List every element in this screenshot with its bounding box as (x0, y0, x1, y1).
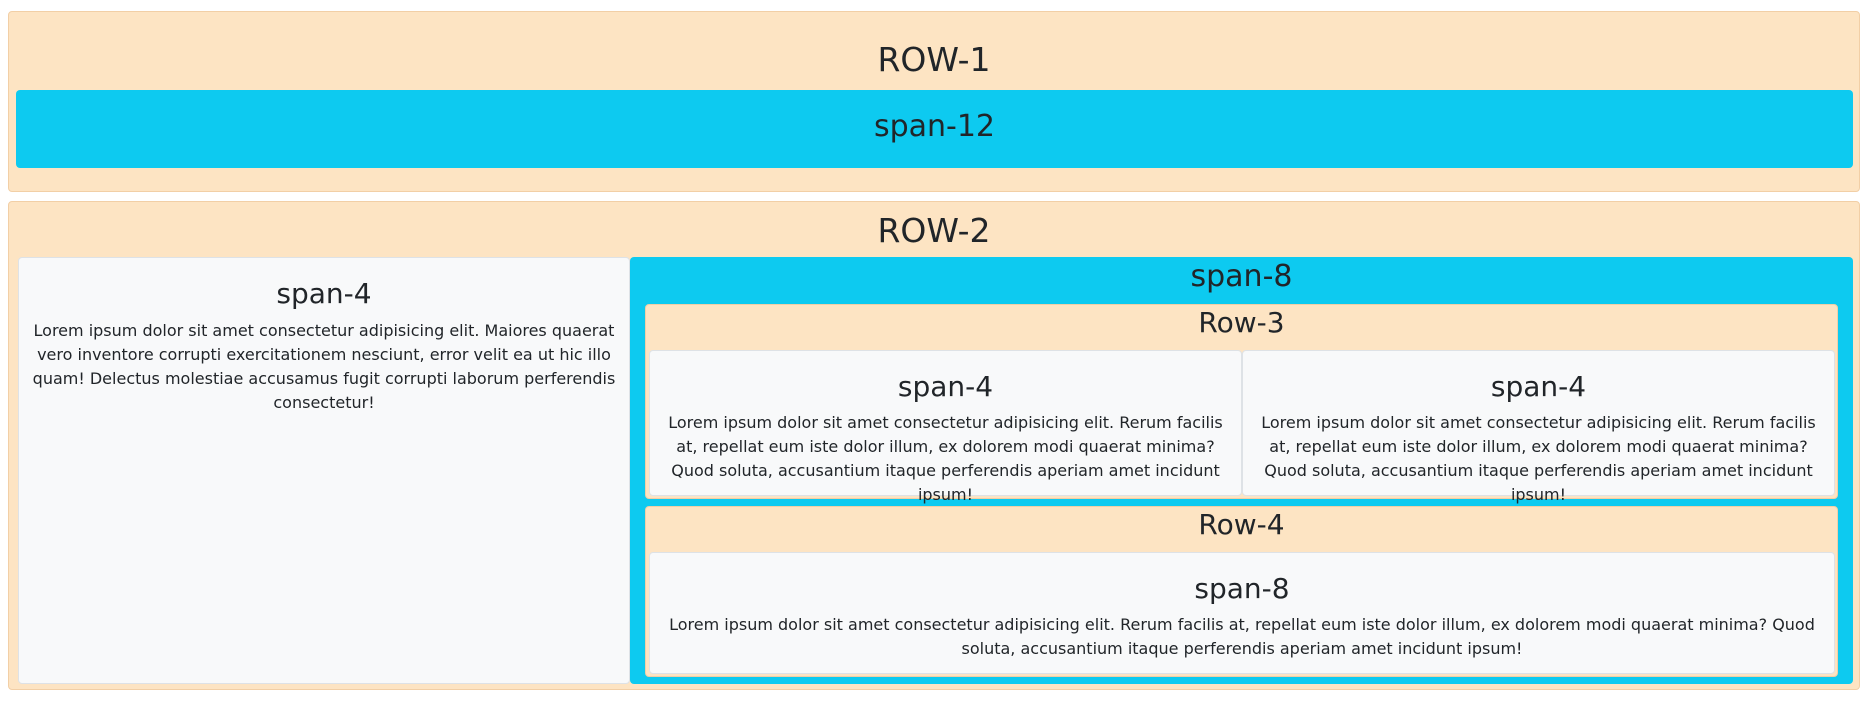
span-12-panel: span-12 (16, 90, 1853, 168)
row-3-col-2-title: span-4 (1490, 370, 1587, 403)
row-3: Row-3 span-4 Lorem ipsum dolor sit amet … (645, 304, 1838, 504)
row-4-col-title: span-8 (1194, 572, 1290, 605)
row-4: Row-4 span-8 Lorem ipsum dolor sit amet … (645, 506, 1838, 677)
row-2: ROW-2 span-4 Lorem ipsum dolor sit amet … (8, 201, 1860, 690)
row-3-col-1: span-4 Lorem ipsum dolor sit amet consec… (649, 350, 1242, 504)
right-span-8-title: span-8 (1190, 259, 1293, 294)
left-span-4-text: Lorem ipsum dolor sit amet consectetur a… (32, 321, 616, 412)
row-4-col: span-8 Lorem ipsum dolor sit amet consec… (649, 552, 1835, 674)
row-1-title: ROW-1 (877, 40, 991, 79)
left-span-4-title: span-4 (276, 277, 372, 310)
left-span-4-panel: span-4 Lorem ipsum dolor sit amet consec… (18, 257, 630, 684)
span-12-label: span-12 (873, 109, 996, 144)
right-span-8-panel: span-8 Row-3 span-4 Lorem ipsum dolor si… (630, 257, 1853, 684)
row-4-title: Row-4 (1198, 508, 1285, 541)
row-3-col-1-text: Lorem ipsum dolor sit amet consectetur a… (668, 413, 1223, 504)
row-3-col-2: span-4 Lorem ipsum dolor sit amet consec… (1242, 350, 1835, 504)
row-1: ROW-1 span-12 (8, 11, 1860, 192)
row-2-title: ROW-2 (877, 211, 991, 250)
row-3-title: Row-3 (1198, 306, 1285, 339)
row-4-col-text: Lorem ipsum dolor sit amet consectetur a… (669, 615, 1815, 658)
row-3-col-1-title: span-4 (897, 370, 994, 403)
row-3-col-2-text: Lorem ipsum dolor sit amet consectetur a… (1261, 413, 1816, 504)
